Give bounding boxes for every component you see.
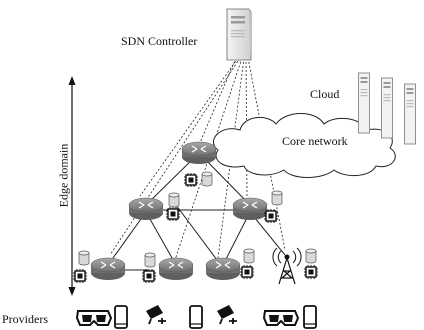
cloud-servers [357, 69, 417, 145]
edge-chip-icon [263, 208, 279, 224]
sdn-controller-label: SDN Controller [121, 34, 198, 48]
storage-icon [271, 190, 283, 206]
sdn-controller-server-icon [226, 8, 252, 61]
edge-chip-icon [141, 268, 157, 284]
storage-icon [168, 192, 180, 208]
smartphone-icon [303, 305, 317, 329]
edge-domain-arrow [68, 76, 76, 296]
vr-headset-icon [262, 310, 300, 326]
storage-icon [305, 248, 317, 264]
vr-headset-icon [75, 310, 113, 326]
edge-chip-icon [183, 172, 199, 188]
core-network-label: Core network [282, 134, 348, 148]
cloud-server-icon [380, 74, 394, 139]
storage-icon [144, 252, 156, 268]
router-icon [158, 257, 194, 281]
edge-chip-icon [239, 264, 255, 280]
cloud-label: Cloud [310, 87, 340, 101]
core-network-cloud [212, 113, 396, 178]
smartphone-icon [114, 305, 128, 329]
storage-icon [78, 250, 90, 266]
router-icon [90, 257, 126, 281]
router-icon [205, 257, 241, 281]
edge-chip-icon [303, 264, 319, 280]
storage-icon [201, 171, 213, 187]
cctv-camera-icon [146, 305, 166, 325]
cell-tower-icon [272, 247, 302, 285]
edge-chip-icon [165, 206, 181, 222]
edge-chip-icon [72, 268, 88, 284]
router-icon [128, 197, 164, 221]
provider-devices [75, 305, 317, 329]
cloud-server-icon [357, 69, 371, 134]
router-icon [232, 197, 268, 221]
edge-domain-label: Edge domain [56, 143, 71, 208]
providers-label: Providers [2, 312, 48, 326]
cloud-server-icon [403, 80, 417, 145]
router-icon [181, 141, 217, 165]
cctv-camera-icon [217, 305, 237, 325]
storage-icon [243, 248, 255, 264]
smartphone-icon [189, 305, 203, 329]
